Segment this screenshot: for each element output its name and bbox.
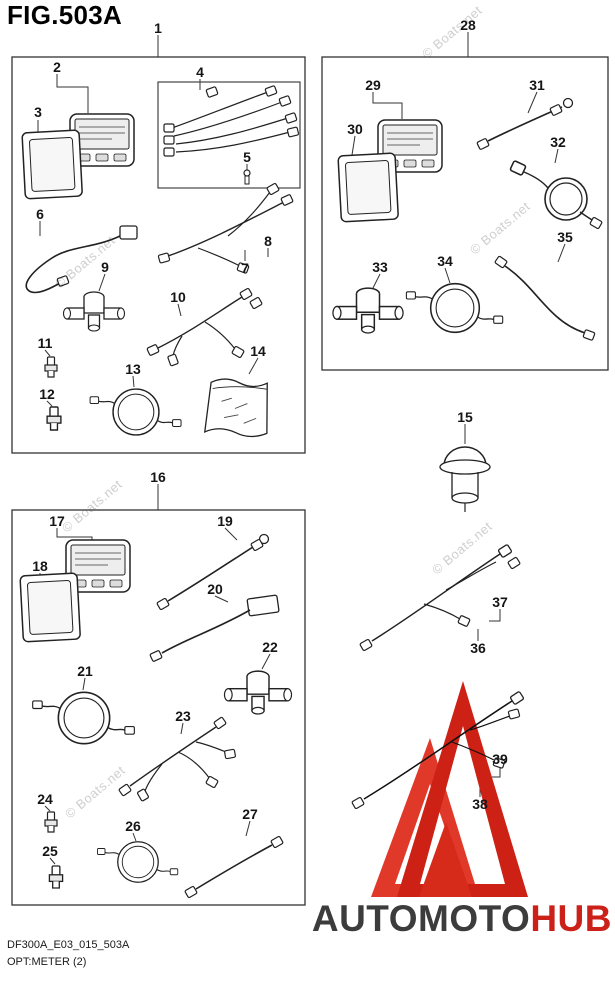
part-6-cable (25, 225, 138, 294)
part-14-parts-bag (203, 378, 268, 438)
part-label-28: 28 (460, 17, 476, 33)
part-label-6: 6 (36, 206, 44, 222)
part-label-29: 29 (365, 77, 381, 93)
figure-code: DF300A_E03_015_503A (7, 939, 130, 951)
group-box-28 (321, 56, 609, 371)
part-4-wire-harness (163, 84, 300, 157)
part-5-screw (243, 169, 251, 185)
part-label-3: 3 (34, 104, 42, 120)
part-35-cable (494, 255, 596, 342)
harness-panel-box-4 (157, 81, 301, 189)
part-label-25: 25 (42, 843, 58, 859)
part-label-14: 14 (250, 343, 266, 359)
part-19-cable (156, 533, 270, 611)
part-label-9: 9 (101, 259, 109, 275)
automotohub-logo-text: AUTOMOTOHUB (312, 898, 612, 940)
part-label-36: 36 (470, 640, 486, 656)
logo-text-red: HUB (530, 898, 612, 939)
part-label-4: 4 (196, 64, 204, 80)
figure-footer: DF300A_E03_015_503A OPT:METER (2) (7, 937, 129, 970)
part-label-33: 33 (372, 259, 388, 275)
part-label-24: 24 (37, 791, 53, 807)
part-label-32: 32 (550, 134, 566, 150)
automotohub-logo-mark (371, 681, 528, 897)
part-label-22: 22 (262, 639, 278, 655)
part-label-31: 31 (529, 77, 545, 93)
figure-caption: OPT:METER (2) (7, 955, 87, 968)
part-label-37: 37 (492, 594, 508, 610)
part-label-8: 8 (264, 233, 272, 249)
part-20-cable (149, 594, 280, 663)
figure-title: FIG.503A (7, 0, 123, 30)
part-label-35: 35 (557, 229, 573, 245)
part-23-harness (118, 716, 237, 802)
part-label-10: 10 (170, 289, 186, 305)
part-label-34: 34 (437, 253, 453, 269)
part-label-38: 38 (472, 796, 488, 812)
part-36-37-harness (359, 543, 521, 652)
part-label-26: 26 (125, 818, 141, 834)
part-label-7: 7 (241, 260, 249, 276)
part-32-cable-coil (509, 159, 603, 230)
part-label-1: 1 (154, 20, 162, 36)
part-label-17: 17 (49, 513, 65, 529)
part-label-11: 11 (37, 335, 53, 351)
part-label-23: 23 (175, 708, 191, 724)
part-label-2: 2 (53, 59, 61, 75)
logo-text-black: AUTOMOTO (311, 898, 531, 939)
part-27-cable (184, 835, 284, 899)
part-7-8-harness (157, 182, 294, 275)
part-label-30: 30 (347, 121, 363, 137)
part-label-20: 20 (207, 581, 223, 597)
part-31-cable (476, 97, 574, 151)
part-15-sensor (439, 446, 491, 512)
part-label-15: 15 (457, 409, 473, 425)
part-label-27: 27 (242, 806, 258, 822)
part-label-16: 16 (150, 469, 166, 485)
part-label-39: 39 (492, 751, 508, 767)
part-label-13: 13 (125, 361, 141, 377)
part-label-21: 21 (77, 663, 93, 679)
part-38-39-harness (351, 690, 525, 810)
part-10-harness (146, 287, 263, 367)
part-label-5: 5 (243, 149, 251, 165)
part-label-12: 12 (39, 386, 55, 402)
part-label-18: 18 (32, 558, 48, 574)
part-label-19: 19 (217, 513, 233, 529)
